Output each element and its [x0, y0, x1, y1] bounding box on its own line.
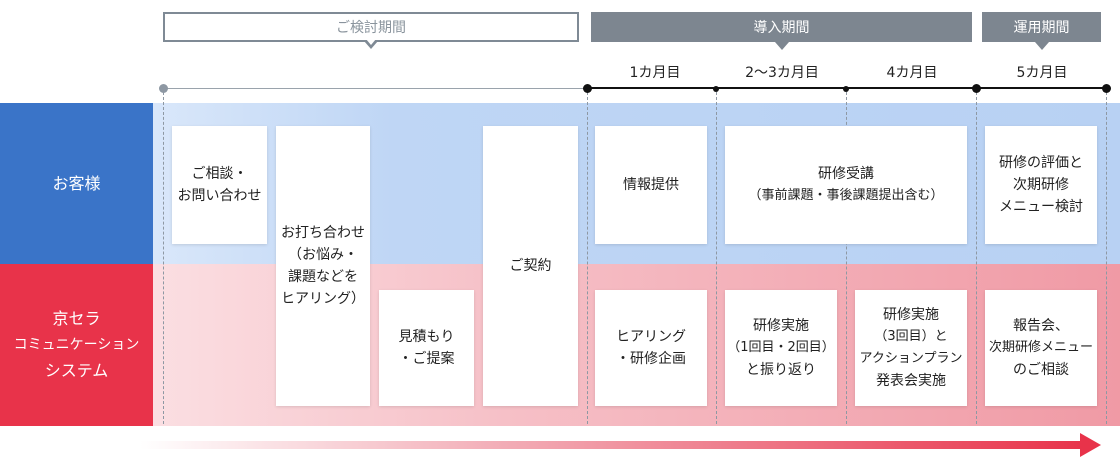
timeline-divider	[846, 92, 847, 424]
step-text: 情報提供	[623, 177, 679, 193]
month-label: 5カ月目	[1016, 65, 1068, 81]
step-text: （事前課題・事後課題提出含む）	[748, 188, 944, 203]
step-text: 見積もり	[398, 329, 455, 345]
step-text: 研修の評価と	[999, 155, 1083, 171]
phase-caret-icon	[364, 39, 378, 49]
step-training-3: 研修実施 （3回目）と アクションプラン 発表会実施	[855, 290, 967, 406]
phase-operation-tag: 運用期間	[982, 12, 1101, 50]
phase-caret-icon	[1034, 42, 1049, 50]
phase-intro-tag: 導入期間	[591, 12, 972, 50]
step-text: ヒアリング	[616, 329, 686, 345]
timeline-divider	[716, 92, 717, 424]
step-text: 次期研修メニュー	[988, 340, 1093, 355]
step-text: ・ご提案	[398, 351, 455, 367]
step-text: お問い合わせ	[177, 188, 262, 204]
step-text: 課題などを	[288, 269, 358, 285]
step-text: と振り返り	[746, 362, 816, 378]
step-text: のご相談	[1013, 362, 1069, 378]
step-text: 報告会、	[1013, 318, 1069, 334]
timeline-dot	[1102, 84, 1111, 93]
step-text: お打ち合わせ	[281, 225, 365, 241]
timeline-dot	[843, 86, 849, 92]
step-report: 報告会、 次期研修メニュー のご相談	[985, 290, 1097, 406]
timeline-dot	[159, 84, 168, 93]
timeline-divider	[1106, 92, 1107, 424]
step-text: メニュー検討	[999, 199, 1083, 215]
step-text: アクションプラン	[859, 351, 963, 366]
step-text: ご契約	[509, 258, 552, 274]
step-training-1-2: 研修実施 （1回目・2回目） と振り返り	[725, 290, 837, 406]
row-label-kyocera: 京セラ コミュニケーション システム	[0, 264, 153, 426]
row-label-customer: お客様	[0, 103, 153, 264]
step-hearing: ヒアリング ・研修企画	[595, 290, 707, 406]
step-training-course: 研修受講 （事前課題・事後課題提出含む）	[725, 126, 967, 244]
timeline-dot	[713, 86, 719, 92]
step-text: （お悩み・	[288, 247, 358, 263]
step-consult: ご相談・ お問い合わせ	[172, 126, 267, 244]
phase-caret-icon	[774, 42, 789, 50]
timeline-divider	[587, 92, 588, 424]
step-text: 発表会実施	[876, 373, 946, 389]
phase-consider-label: ご検討期間	[336, 20, 406, 36]
step-text: 次期研修	[1013, 177, 1069, 193]
step-text: 研修受講	[818, 166, 874, 182]
step-evaluation: 研修の評価と 次期研修 メニュー検討	[985, 126, 1097, 244]
step-estimate: 見積もり ・ご提案	[379, 290, 474, 406]
step-text: （1回目・2回目）	[727, 340, 835, 355]
step-text: ヒアリング）	[281, 291, 365, 307]
step-text: 研修実施	[753, 318, 809, 334]
phase-intro-label: 導入期間	[753, 20, 810, 36]
step-info: 情報提供	[595, 126, 707, 244]
timeline-dot	[972, 84, 981, 93]
step-meeting: お打ち合わせ （お悩み・ 課題などを ヒアリング）	[276, 126, 370, 406]
phase-consider-tag: ご検討期間	[163, 12, 579, 49]
timeline-dot	[583, 84, 592, 93]
row-label-kyocera-line: コミュニケーション	[13, 337, 140, 353]
timeline-divider	[163, 92, 164, 424]
step-contract: ご契約	[483, 126, 578, 406]
row-label-kyocera-line: 京セラ	[52, 309, 101, 328]
month-label: 4カ月目	[886, 65, 938, 81]
step-text: （3回目）と	[874, 329, 948, 344]
row-label-kyocera-line: システム	[44, 361, 109, 380]
month-label: 2～3カ月目	[745, 65, 819, 81]
timeline-line-consider	[163, 88, 587, 89]
timeline-divider	[976, 92, 977, 424]
step-text: ・研修企画	[616, 351, 686, 367]
phase-operation-label: 運用期間	[1013, 20, 1070, 36]
step-text: ご相談・	[191, 166, 248, 182]
row-label-customer-text: お客様	[52, 173, 101, 193]
progress-arrow-bar	[140, 441, 1085, 449]
step-text: 研修実施	[883, 307, 939, 323]
arrow-right-icon	[1080, 433, 1101, 457]
month-label: 1カ月目	[629, 65, 681, 81]
